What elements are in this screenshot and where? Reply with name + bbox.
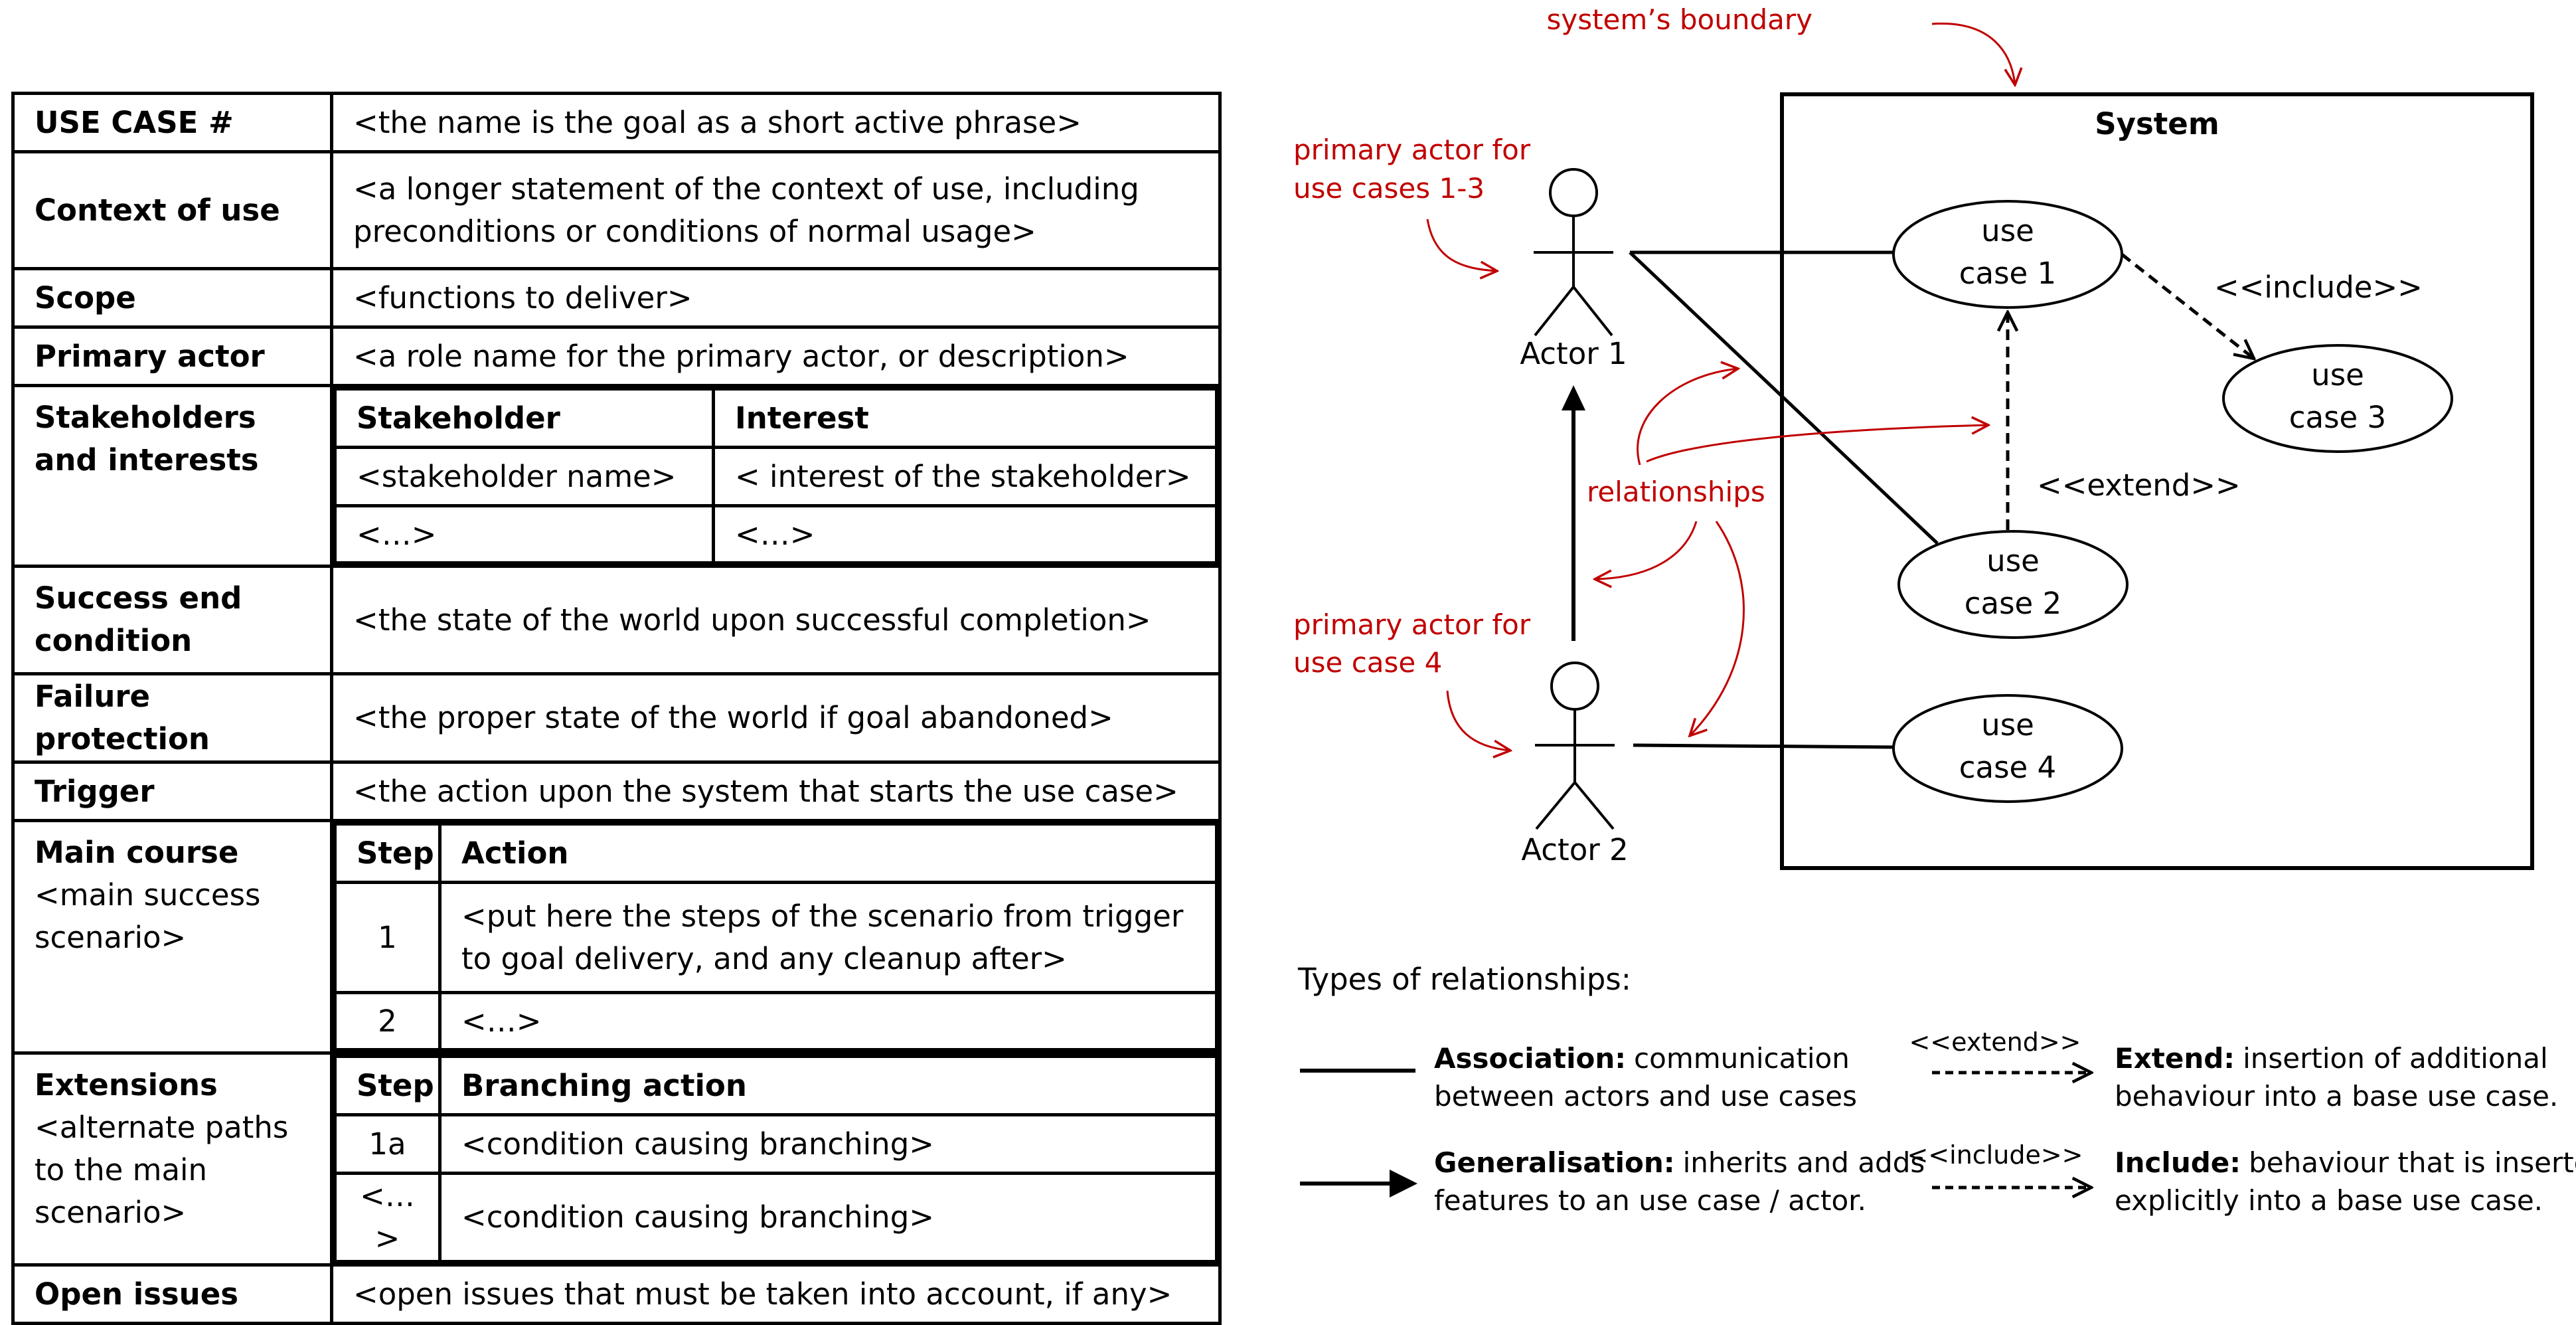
extensions-label: Extensions <alternate paths to the main s… xyxy=(11,1051,333,1267)
legend-include-desc: explicitly into a base use case. xyxy=(2115,1184,2543,1217)
use-case-4 xyxy=(1892,694,2123,803)
use-case-1-label: use xyxy=(1981,213,2034,248)
legend-association-desc: communication xyxy=(1634,1042,1850,1075)
legend-generalisation-text: Generalisation:inherits and adds xyxy=(1434,1146,1925,1179)
trigger-value: <the action upon the system that starts … xyxy=(330,760,1222,822)
primary-actor-label: Primary actor xyxy=(11,325,333,387)
relationships-arrow-association xyxy=(1595,521,1698,579)
association-actor2-uc4 xyxy=(1633,743,1898,749)
primary-actor-4-note: use case 4 xyxy=(1293,646,1442,679)
actor-2-label: Actor 2 xyxy=(1521,832,1628,867)
use-case-1-label: case 1 xyxy=(1959,256,2056,291)
use-case-2-label: case 2 xyxy=(1965,586,2061,621)
primary-actor-4-note: primary actor for xyxy=(1293,608,1531,641)
action-header: Action xyxy=(438,822,1218,884)
legend-association-text: Association:communication xyxy=(1434,1042,1850,1075)
system-boundary-box xyxy=(1780,92,2534,870)
extensions-title: Extensions xyxy=(35,1067,218,1103)
legend-extend-tag: <<extend>> xyxy=(1909,1027,2081,1057)
use-case-4-label: case 4 xyxy=(1959,750,2056,785)
use-case-diagram: System system’s boundary Actor 1 Actor 2… xyxy=(1293,3,2576,1217)
relationships-note: relationships xyxy=(1587,476,1765,508)
main-course-label: Main course <main success scenario> xyxy=(11,819,333,1055)
branching-cell: <condition causing branching> xyxy=(438,1113,1218,1175)
step-header: Step xyxy=(333,1055,442,1116)
include-label: <<include>> xyxy=(2214,270,2423,305)
legend-include-desc: behaviour that is inserted xyxy=(2249,1146,2576,1179)
action-cell: <put here the steps of the scenario from… xyxy=(438,881,1218,994)
actor-1-figure xyxy=(1534,168,1613,337)
stakeholder-cell: <stakeholder name> xyxy=(333,446,715,507)
relationships-arrow-extend xyxy=(1646,425,1988,463)
primary-actor-1-note: use cases 1-3 xyxy=(1293,172,1485,205)
relationships-arrow-generalisation xyxy=(1637,369,1738,466)
primary-actor-1-arrow xyxy=(1426,219,1497,271)
trigger-label: Trigger xyxy=(11,760,333,822)
scope-label: Scope xyxy=(11,267,333,329)
boundary-annotation-arrow xyxy=(1931,23,2015,85)
main-course-table: Step Action 1 <put here the steps of the… xyxy=(333,822,1218,1051)
interest-cell: <…> xyxy=(712,504,1218,565)
legend-include-text: Include:behaviour that is inserted xyxy=(2115,1146,2576,1179)
legend-include-tag: <<include>> xyxy=(1907,1140,2083,1170)
step-cell: 1 xyxy=(333,881,442,994)
primary-actor-4-arrow xyxy=(1446,690,1510,751)
step-cell: 2 xyxy=(333,991,442,1051)
stakeholders-table: Stakeholder Interest <stakeholder name> … xyxy=(333,387,1218,565)
legend-extend-desc: insertion of additional xyxy=(2243,1042,2548,1075)
generalisation-arrowhead xyxy=(1562,385,1585,410)
legend-title: Types of relationships: xyxy=(1297,962,1631,997)
use-case-2 xyxy=(1897,530,2129,639)
use-case-3-label: case 3 xyxy=(2289,400,2386,435)
legend-generalisation-name: Generalisation: xyxy=(1434,1146,1675,1179)
success-value: <the state of the world upon successful … xyxy=(330,565,1222,675)
relationships-arrow-actor2 xyxy=(1690,521,1745,736)
use-case-label: USE CASE # xyxy=(11,92,333,153)
branching-action-header: Branching action xyxy=(438,1055,1218,1116)
scope-value: <functions to deliver> xyxy=(330,267,1222,329)
legend-extend-text: Extend:insertion of additional xyxy=(2115,1042,2548,1075)
boundary-annotation: system’s boundary xyxy=(1546,3,1812,36)
context-label: Context of use xyxy=(11,150,333,270)
legend-extend-name: Extend: xyxy=(2115,1042,2235,1075)
legend-association-desc: between actors and use cases xyxy=(1434,1080,1857,1112)
step-header: Step xyxy=(333,822,442,884)
open-issues-value: <open issues that must be taken into acc… xyxy=(330,1263,1222,1325)
stakeholder-header: Stakeholder xyxy=(333,387,715,449)
use-case-3-label: use xyxy=(2311,357,2364,393)
legend-association-name: Association: xyxy=(1434,1042,1626,1075)
failure-value: <the proper state of the world if goal a… xyxy=(330,672,1222,764)
use-case-template-table: USE CASE # <the name is the goal as a sh… xyxy=(11,92,1222,1325)
legend-include-name: Include: xyxy=(2115,1146,2241,1179)
interest-cell: < interest of the stakeholder> xyxy=(712,446,1218,507)
extensions-sub: <alternate paths to the main scenario> xyxy=(35,1110,289,1230)
actor-2-figure xyxy=(1535,662,1615,830)
stakeholders-label: Stakeholders and interests xyxy=(11,384,333,568)
legend-generalisation-desc: inherits and adds xyxy=(1683,1146,1925,1179)
use-case-value: <the name is the goal as a short active … xyxy=(330,92,1222,153)
main-course-sub: <main success scenario> xyxy=(35,877,261,955)
step-cell: 1a xyxy=(333,1113,442,1175)
context-value: <a longer statement of the context of us… xyxy=(330,150,1222,270)
legend-generalisation-desc: features to an use case / actor. xyxy=(1434,1184,1866,1217)
stakeholder-cell: <…> xyxy=(333,504,715,565)
open-issues-label: Open issues xyxy=(11,1263,333,1325)
extend-label: <<extend>> xyxy=(2037,468,2241,503)
interest-header: Interest xyxy=(712,387,1218,449)
action-cell: <…> xyxy=(438,991,1218,1051)
legend-extend-desc: behaviour into a base use case. xyxy=(2115,1080,2558,1112)
use-case-2-label: use xyxy=(1986,543,2040,578)
primary-actor-1-note: primary actor for xyxy=(1293,133,1531,166)
success-label: Success end condition xyxy=(11,565,333,675)
association-actor1-uc2 xyxy=(1629,251,1939,545)
actor-1-label: Actor 1 xyxy=(1520,336,1627,371)
main-course-title: Main course xyxy=(35,835,239,870)
failure-label: Failure protection xyxy=(11,672,333,764)
include-arrow xyxy=(2121,253,2254,359)
use-case-4-label: use xyxy=(1981,707,2034,743)
system-label: System xyxy=(2095,106,2219,141)
primary-actor-value: <a role name for the primary actor, or d… xyxy=(330,325,1222,387)
use-case-3 xyxy=(2222,344,2453,453)
legend-generalisation-arrowhead xyxy=(1390,1170,1417,1197)
